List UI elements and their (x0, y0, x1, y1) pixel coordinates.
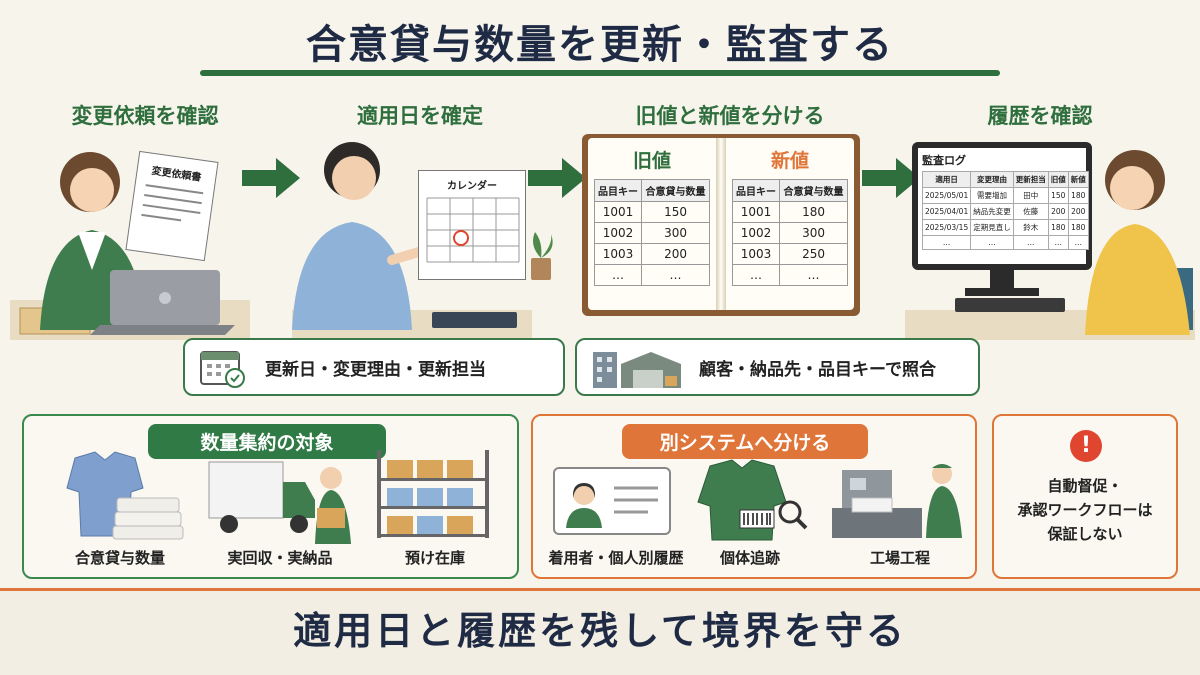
id-card-icon (553, 467, 671, 535)
item-label: 個体追跡 (719, 549, 780, 567)
new-values-title: 新値 (770, 150, 809, 172)
woman-at-desk-illustration (1085, 150, 1190, 335)
person-reviewing-request-illustration (10, 152, 250, 340)
table-row: …… (593, 264, 710, 286)
aggregate-targets-badge: 数量集約の対象 (148, 424, 386, 459)
uniform-barcode-icon (697, 459, 808, 541)
item-label: 預け在庫 (404, 549, 465, 567)
update-fields-text: 更新日・変更理由・更新担当 (265, 359, 486, 380)
building-warehouse-icon (593, 352, 681, 388)
item-label: 実回収・実納品 (227, 549, 333, 567)
item-label: 着用者・個人別履歴 (548, 549, 684, 567)
delivery-truck-icon (208, 461, 351, 544)
matching-keys-pill: 顧客・納品先・品目キーで照合 (575, 338, 980, 396)
table-row: …………… (921, 235, 1089, 250)
factory-worker-icon (832, 464, 962, 538)
item-label: 合意貸与数量 (74, 549, 165, 567)
change-request-document: 変更依頼書 (125, 150, 219, 262)
audit-log-title: 監査ログ (922, 154, 966, 167)
calendar-check-icon (200, 351, 245, 388)
table-row: …… (731, 264, 848, 286)
step-3-label: 旧値と新値を分ける (635, 104, 825, 128)
warning-text: 自動督促・ 承認ワークフローは 保証しない (1017, 477, 1153, 543)
title-underline (200, 70, 1000, 76)
page-title: 合意貸与数量を更新・監査する (306, 22, 894, 68)
potted-plant-icon (531, 232, 553, 280)
step-2-label: 適用日を確定 (357, 104, 483, 128)
matching-keys-text: 顧客・納品先・品目キーで照合 (699, 359, 936, 380)
bottom-banner (0, 588, 1200, 675)
bottom-message: 適用日と履歴を残して境界を守る (293, 609, 907, 653)
step-4-label: 履歴を確認 (987, 104, 1093, 128)
arrow-right-icon (528, 158, 586, 198)
calendar-icon: カレンダー (418, 170, 526, 280)
arrow-right-icon (242, 158, 300, 198)
clothing-icon (66, 451, 184, 540)
separate-systems-badge: 別システムへ分ける (622, 424, 868, 459)
item-label: 工場工程 (869, 549, 930, 567)
person-with-calendar-illustration (292, 142, 532, 340)
inventory-shelf-icon (377, 450, 489, 538)
book-spine (716, 138, 726, 310)
old-values-title: 旧値 (632, 150, 671, 172)
update-fields-pill: 更新日・変更理由・更新担当 (183, 338, 565, 396)
arrow-right-icon (862, 158, 920, 198)
warning-icon: ! (1070, 430, 1102, 462)
step-1-label: 変更依頼を確認 (71, 104, 219, 128)
